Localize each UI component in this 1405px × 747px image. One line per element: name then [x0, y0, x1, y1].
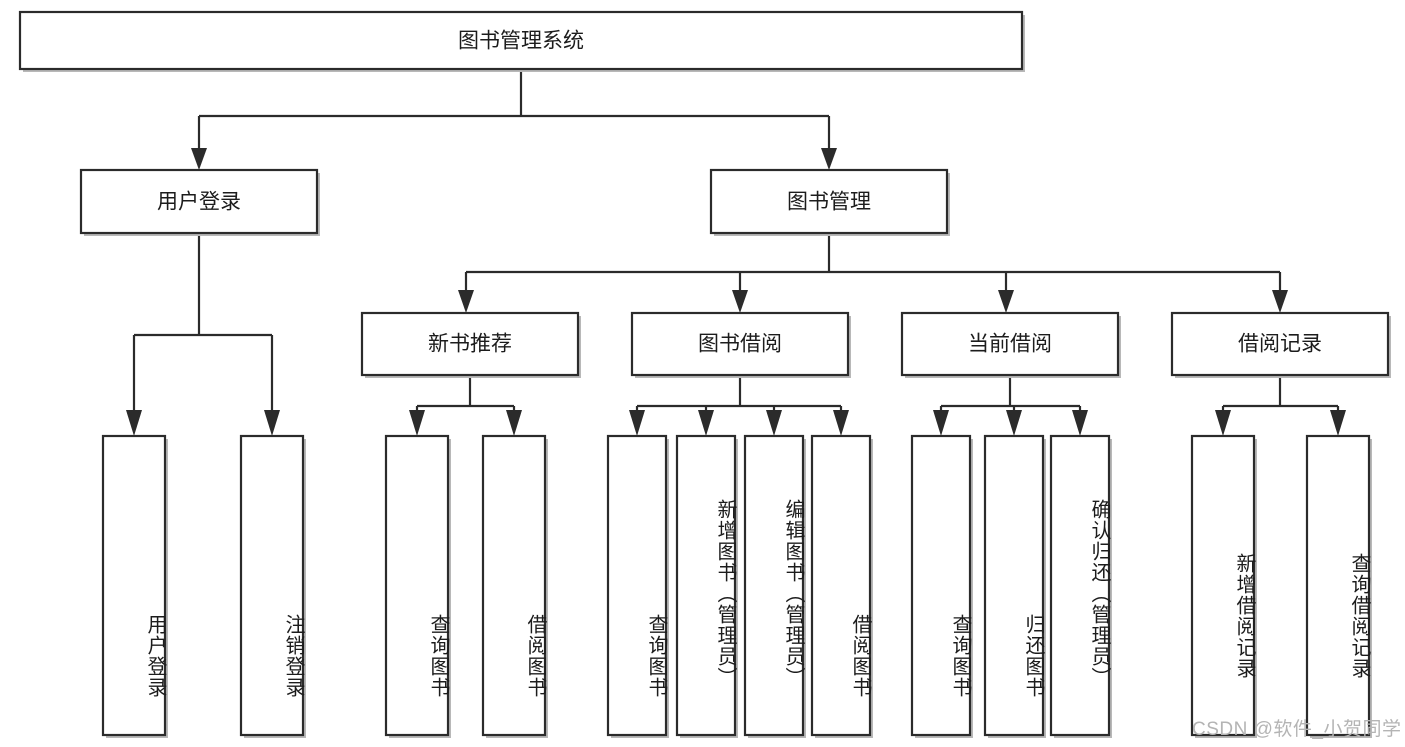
- arrow-leaf-query-book-1: [409, 410, 425, 436]
- arrow-leaf-borrow-book-1: [506, 410, 522, 436]
- arrow-leaf-add-record: [1215, 410, 1231, 436]
- node-book-borrow-box: [630, 311, 850, 377]
- connector-group-borrow-record-to-leaves: [1215, 375, 1346, 436]
- node-new-book-rec[interactable]: 新书推荐: [360, 311, 581, 378]
- node-borrow-record-label: 借阅记录: [1238, 333, 1322, 356]
- connector-group-root-to-level2: [191, 69, 837, 170]
- connector-group-user-login-to-leaves: [126, 233, 280, 436]
- node-leaf-add-book-box: [675, 434, 737, 737]
- arrow-new-book-rec: [458, 290, 474, 313]
- node-root[interactable]: 图书管理系统: [18, 10, 1025, 72]
- node-new-book-rec-box: [360, 311, 580, 377]
- node-user-login[interactable]: 用户登录: [79, 168, 320, 236]
- node-leaf-query-record-box: [1305, 434, 1371, 737]
- arrow-current-borrow: [998, 290, 1014, 313]
- node-book-borrow-label: 图书借阅: [698, 333, 782, 356]
- node-leaf-add-record[interactable]: [1190, 434, 1257, 738]
- node-new-book-rec-label: 新书推荐: [428, 333, 512, 356]
- node-leaf-confirm-return-box: [1049, 434, 1111, 737]
- node-current-borrow-box: [900, 311, 1120, 377]
- node-user-login-box: [79, 168, 319, 235]
- node-book-borrow[interactable]: 图书借阅: [630, 311, 851, 378]
- connector-group-new-book-rec-to-leaves: [409, 375, 522, 436]
- arrow-leaf-add-book: [698, 410, 714, 436]
- node-leaf-add-record-box: [1190, 434, 1256, 737]
- node-leaf-query-book-1[interactable]: [384, 434, 451, 738]
- node-leaf-query-book-2-box: [606, 434, 668, 737]
- arrow-leaf-logout: [264, 410, 280, 436]
- node-borrow-record-box: [1170, 311, 1390, 377]
- arrow-borrow-record: [1272, 290, 1288, 313]
- csdn-watermark: CSDN @软件_小贺同学: [1192, 719, 1402, 740]
- node-leaf-logout-box: [239, 434, 305, 737]
- arrow-user-login: [191, 148, 207, 170]
- node-leaf-borrow-book-2-box: [810, 434, 872, 737]
- node-current-borrow-label: 当前借阅: [968, 333, 1052, 356]
- arrow-leaf-user-login: [126, 410, 142, 436]
- node-leaf-user-login[interactable]: [101, 434, 168, 738]
- node-current-borrow[interactable]: 当前借阅: [900, 311, 1121, 378]
- node-leaf-borrow-book-1[interactable]: [481, 434, 548, 738]
- node-leaf-borrow-book-2[interactable]: [810, 434, 873, 738]
- arrow-leaf-edit-book: [766, 410, 782, 436]
- node-book-manage-label: 图书管理: [787, 191, 871, 214]
- node-root-label: 图书管理系统: [458, 30, 584, 53]
- node-leaf-logout[interactable]: [239, 434, 306, 738]
- arrow-leaf-borrow-book-2: [833, 410, 849, 436]
- node-leaf-query-book-1-box: [384, 434, 450, 737]
- connector-group-current-borrow-to-leaves: [933, 375, 1088, 436]
- node-leaf-confirm-return[interactable]: [1049, 434, 1112, 738]
- node-root-box: [18, 10, 1024, 71]
- node-leaf-return-book-box: [983, 434, 1045, 737]
- connector-group-book-borrow-to-leaves: [629, 375, 849, 436]
- arrow-leaf-return-book: [1006, 410, 1022, 436]
- node-leaf-edit-book[interactable]: [743, 434, 806, 738]
- node-leaf-return-book[interactable]: [983, 434, 1046, 738]
- node-borrow-record[interactable]: 借阅记录: [1170, 311, 1391, 378]
- arrow-leaf-query-book-3: [933, 410, 949, 436]
- node-leaf-borrow-book-1-box: [481, 434, 547, 737]
- node-leaf-query-book-2[interactable]: [606, 434, 669, 738]
- connector-group-book-manage-to-level3: [458, 233, 1288, 313]
- node-user-login-label: 用户登录: [157, 191, 241, 214]
- arrow-leaf-query-record: [1330, 410, 1346, 436]
- node-leaf-edit-book-box: [743, 434, 805, 737]
- arrow-book-manage: [821, 148, 837, 170]
- node-leaf-user-login-box: [101, 434, 167, 737]
- node-book-manage[interactable]: 图书管理: [709, 168, 950, 236]
- node-leaf-query-book-3-box: [910, 434, 972, 737]
- node-leaf-add-book[interactable]: [675, 434, 738, 738]
- node-book-manage-box: [709, 168, 949, 235]
- arrow-book-borrow: [732, 290, 748, 313]
- arrow-leaf-query-book-2: [629, 410, 645, 436]
- arrow-leaf-confirm-return: [1072, 410, 1088, 436]
- node-leaf-query-book-3[interactable]: [910, 434, 973, 738]
- node-leaf-query-record[interactable]: [1305, 434, 1372, 738]
